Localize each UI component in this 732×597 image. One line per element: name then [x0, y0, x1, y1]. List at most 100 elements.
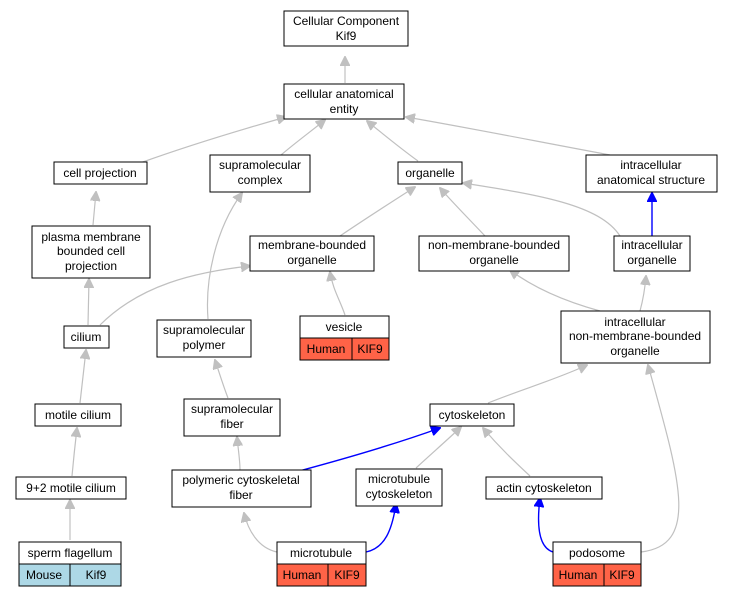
term-mbo-line-2: organelle: [287, 253, 337, 267]
sperm-species: Mouse: [26, 568, 62, 582]
term-mtcyto-line-1: microtubule: [368, 472, 430, 486]
edge-pcf-cytoskeleton: [298, 428, 440, 472]
term-nmbo-line-1: non-membrane-bounded: [428, 238, 560, 252]
edge-io-organelle: [463, 183, 621, 237]
edge-microtubule-pcf: [244, 513, 278, 553]
term-pmbcp-line-1: plasma membrane: [41, 230, 141, 244]
term-non-membrane-bounded-organelle[interactable]: non-membrane-bounded organelle: [418, 235, 570, 272]
edge-supcomplex-cae: [280, 120, 325, 156]
microtubule-species: Human: [283, 568, 322, 582]
term-supfiber-line-2: fiber: [220, 417, 243, 431]
term-podosome[interactable]: podosome Human KIF9: [552, 541, 642, 587]
term-pmbcp-line-3: projection: [65, 259, 117, 273]
term-inmbo-line-3: organelle: [610, 344, 660, 358]
term-motile-label: motile cilium: [45, 408, 111, 422]
term-organelle-label: organelle: [405, 166, 455, 180]
term-cae-line-2: entity: [330, 102, 359, 116]
term-mbo-line-1: membrane-bounded: [258, 238, 366, 252]
term-microtubule-label: microtubule: [290, 546, 352, 560]
term-supcomplex-line-1: supramolecular: [219, 158, 301, 172]
edge-cilium-mbo: [99, 266, 250, 326]
edge-supfiber-suppoly: [215, 360, 229, 399]
term-suppoly-line-2: polymer: [183, 338, 226, 352]
microtubule-gene: KIF9: [334, 568, 360, 582]
edge-nine2-motile: [72, 428, 77, 477]
term-intracellular-anatomical-structure[interactable]: intracellular anatomical structure: [585, 154, 718, 193]
term-motile-cilium[interactable]: motile cilium: [34, 403, 122, 427]
term-cellular-anatomical-entity[interactable]: cellular anatomical entity: [283, 83, 405, 120]
vesicle-gene-cell: [351, 337, 390, 361]
term-supramolecular-complex[interactable]: supramolecular complex: [209, 154, 311, 193]
term-podosome-label: podosome: [569, 546, 625, 560]
term-io-line-1: intracellular: [621, 238, 682, 252]
edge-suppoly-supcomplex: [206, 193, 242, 320]
term-organelle[interactable]: organelle: [397, 161, 463, 185]
term-actin-cytoskeleton[interactable]: actin cytoskeleton: [485, 476, 603, 500]
term-supcomplex-line-2: complex: [238, 173, 283, 187]
term-sperm-label: sperm flagellum: [28, 546, 113, 560]
term-polymeric-cytoskeletal-fiber[interactable]: polymeric cytoskeletal fiber: [171, 469, 312, 508]
vesicle-gene: KIF9: [357, 342, 383, 356]
podosome-gene-cell: [603, 563, 642, 587]
term-ias-line-2: anatomical structure: [597, 173, 705, 187]
term-pmbcp-line-2: bounded cell: [57, 244, 125, 258]
term-vesicle-label: vesicle: [326, 320, 363, 334]
term-root-line-2: Kif9: [336, 29, 357, 43]
edge-nmbo-organelle: [440, 188, 486, 237]
edge-vesicle-mbo: [330, 272, 346, 316]
term-inmbo-line-2: non-membrane-bounded: [569, 329, 701, 343]
edge-microtubule-mtcyto: [365, 504, 396, 553]
edge-podosome-actin: [539, 498, 554, 553]
edge-pcf-supfiber: [237, 437, 240, 471]
term-cytoskeleton[interactable]: cytoskeleton: [429, 403, 515, 427]
term-intracellular-organelle[interactable]: intracellular organelle: [613, 235, 691, 272]
term-inmbo-line-1: intracellular: [604, 315, 665, 329]
term-nmbo-line-2: organelle: [469, 253, 519, 267]
term-cell-projection-label: cell projection: [63, 166, 136, 180]
term-supramolecular-fiber[interactable]: supramolecular fiber: [183, 398, 281, 437]
edges: [70, 57, 680, 553]
term-supfiber-line-1: supramolecular: [191, 402, 273, 416]
term-microtubule-cytoskeleton[interactable]: microtubule cytoskeleton: [355, 468, 443, 507]
sperm-gene: Kif9: [86, 568, 107, 582]
edge-motile-cilium: [79, 350, 86, 404]
term-cilium-label: cilium: [71, 330, 102, 344]
edge-pmbcp-cellproj: [93, 192, 96, 226]
edge-mbo-organelle: [339, 187, 415, 237]
vesicle-species: Human: [307, 342, 346, 356]
term-actin-label: actin cytoskeleton: [496, 481, 591, 495]
edge-cytoskeleton-inmbo: [487, 365, 587, 404]
term-mtcyto-line-2: cytoskeleton: [366, 487, 433, 501]
edge-cilium-pmbcp: [88, 279, 89, 326]
term-root-line-1: Cellular Component: [293, 14, 400, 28]
term-membrane-bounded-organelle[interactable]: membrane-bounded organelle: [249, 235, 375, 272]
term-supramolecular-polymer[interactable]: supramolecular polymer: [156, 319, 252, 358]
edge-podosome-inmbo: [640, 365, 680, 553]
term-root[interactable]: Cellular Component Kif9: [283, 10, 409, 47]
term-suppoly-line-1: supramolecular: [163, 323, 245, 337]
edge-mtcyto-cytoskeleton: [415, 427, 461, 469]
edge-inmbo-io: [639, 276, 646, 312]
term-io-line-2: organelle: [627, 253, 677, 267]
edge-cellproj-cae: [139, 117, 286, 164]
term-cae-line-1: cellular anatomical: [294, 87, 393, 101]
podosome-gene: KIF9: [609, 568, 635, 582]
edge-actin-cytoskeleton: [483, 428, 531, 477]
term-pcf-line-2: fiber: [229, 488, 252, 502]
term-vesicle[interactable]: vesicle Human KIF9: [299, 315, 390, 361]
term-cytoskeleton-label: cytoskeleton: [439, 408, 506, 422]
term-cell-projection[interactable]: cell projection: [53, 161, 148, 185]
term-cilium[interactable]: cilium: [63, 325, 110, 349]
term-ias-line-1: intracellular: [620, 158, 681, 172]
microtubule-gene-cell: [327, 563, 367, 587]
term-nine-plus-two-motile-cilium[interactable]: 9+2 motile cilium: [15, 476, 127, 500]
edge-organelle-cae: [367, 121, 419, 162]
term-plasma-membrane-bounded-cell-projection[interactable]: plasma membrane bounded cell projection: [31, 225, 151, 279]
term-microtubule[interactable]: microtubule Human KIF9: [276, 541, 367, 587]
term-sperm-flagellum[interactable]: sperm flagellum Mouse Kif9: [18, 541, 122, 587]
podosome-species: Human: [559, 568, 598, 582]
edge-ias-cae: [406, 117, 611, 156]
term-pcf-line-1: polymeric cytoskeletal: [182, 473, 299, 487]
term-intracellular-non-membrane-bounded-organelle[interactable]: intracellular non-membrane-bounded organ…: [560, 310, 711, 364]
